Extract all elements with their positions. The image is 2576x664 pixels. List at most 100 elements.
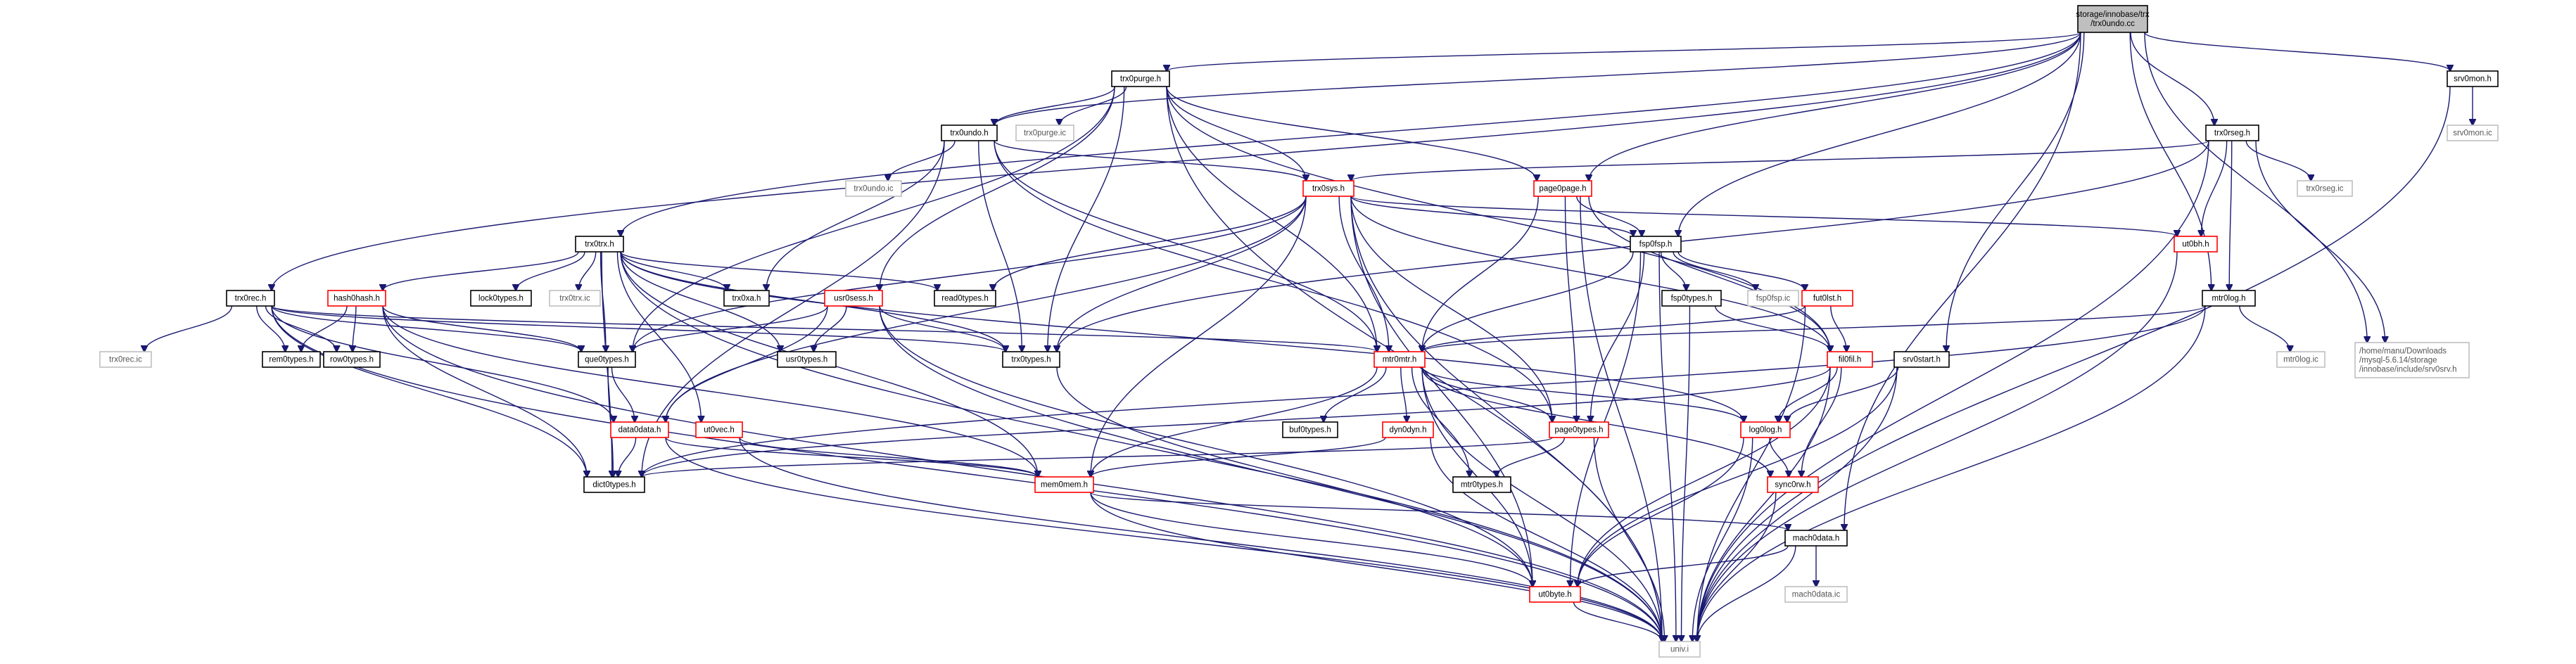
node-que0types-h[interactable]: que0types.h: [578, 351, 636, 368]
node-page0types-h[interactable]: page0types.h: [1549, 421, 1609, 438]
node-box: [2077, 5, 2148, 33]
edge-fsp0fsp_h-to-ut0byte_h: [1570, 251, 1642, 587]
node-box: [824, 290, 883, 307]
edge-page0page_h-to-page0types_h: [1564, 196, 1576, 422]
edge-trx0rec_h-to-mtr0mtr_h: [271, 305, 1377, 352]
node-mtr0mtr-h[interactable]: mtr0mtr.h: [1373, 351, 1426, 368]
node-box: [2447, 70, 2499, 87]
edge-mach0data_h-to-univ_i: [1697, 545, 1796, 641]
nodes-layer: storage/innobase/trx/trx0undo.cc trx0purg…: [99, 5, 2499, 658]
edge-fut0lst_h-to-univ_i: [1697, 305, 1806, 641]
edge-root-to-srv0mon_h: [2144, 32, 2450, 71]
edge-ut0bh_h-to-univ_i: [1697, 251, 2178, 641]
edge-mem0mem_h-to-ut0byte_h: [1090, 492, 1533, 587]
node-label: dict0types.h: [592, 481, 635, 490]
node-log0log-h[interactable]: log0log.h: [1740, 421, 1791, 438]
node-label: read0types.h: [941, 295, 989, 303]
edge-trx0sys_h-to-trx0types_h: [1057, 196, 1307, 352]
node-label: trx0purge.h: [1120, 75, 1161, 84]
edge-hash0hash_h-to-mem0mem_h: [382, 305, 1038, 477]
node-label: hash0hash.h: [334, 295, 380, 303]
node-dyn0dyn-h[interactable]: dyn0dyn.h: [1382, 421, 1434, 438]
node-usr0sess-h[interactable]: usr0sess.h: [824, 290, 883, 307]
node-label: ut0byte.h: [1538, 591, 1571, 599]
edge-usr0sess_h-to-ut0byte_h: [879, 305, 1533, 587]
node-read0types-h[interactable]: read0types.h: [934, 290, 996, 307]
edge-trx0undo_h-to-page0types_h: [994, 140, 1552, 422]
node-trx0xa-h[interactable]: trx0xa.h: [723, 290, 770, 307]
edge-mtr0log_h-to-mtr0log_ic: [2239, 305, 2290, 352]
node-mach0data-h[interactable]: mach0data.h: [1784, 530, 1848, 547]
node-label: trx0rec.ic: [109, 356, 142, 364]
node-box: [2174, 236, 2218, 253]
edge-trx0sys_h-to-que0types_h: [633, 196, 1307, 352]
node-trx0types-h[interactable]: trx0types.h: [1002, 351, 1060, 368]
node-trx0rseg-ic: trx0rseg.ic: [2297, 180, 2353, 197]
node-box: [1630, 236, 1682, 253]
node-dict0types-h[interactable]: dict0types.h: [583, 476, 645, 493]
edge-mtr0mtr_h-to-log0log_h: [1421, 366, 1744, 422]
node-row0types-h[interactable]: row0types.h: [323, 351, 381, 368]
edge-data0data_h-to-dict0types_h: [618, 437, 637, 477]
edge-log0log_h-to-univ_i: [1692, 437, 1753, 641]
node-mtr0types-h[interactable]: mtr0types.h: [1452, 476, 1511, 493]
node-ut0bh-h[interactable]: ut0bh.h: [2174, 236, 2218, 253]
node-box: [1015, 124, 1074, 141]
node-trx0rec-h[interactable]: trx0rec.h: [226, 290, 275, 307]
node-box: [1529, 586, 1581, 603]
node-usr0types-h[interactable]: usr0types.h: [777, 351, 837, 368]
node-label: trx0rseg.h: [2214, 129, 2250, 138]
node-root[interactable]: storage/innobase/trx/trx0undo.cc: [2076, 5, 2150, 33]
edge-hash0hash_h-to-dict0types_h: [382, 305, 587, 477]
node-box: [1373, 351, 1426, 368]
edge-mem0mem_h-to-mach0data_h: [1090, 492, 1788, 530]
node-lock0types-h[interactable]: lock0types.h: [470, 290, 532, 307]
node-label: trx0trx.ic: [559, 295, 590, 303]
node-ut0byte-h[interactable]: ut0byte.h: [1529, 586, 1581, 603]
node-box: [777, 351, 837, 368]
edge-root-to-trx0undo_h: [994, 32, 2081, 125]
node-trx0trx-h[interactable]: trx0trx.h: [575, 236, 624, 253]
node-rem0types-h[interactable]: rem0types.h: [262, 351, 321, 368]
node-fil0fil-h[interactable]: fil0fil.h: [1827, 351, 1873, 368]
edge-fsp0types_h-to-univ_i: [1682, 305, 1691, 641]
node-box: [941, 124, 998, 141]
node-trx0purge-h[interactable]: trx0purge.h: [1111, 70, 1170, 87]
node-box: [327, 290, 386, 307]
edge-root-to-mach0data_h: [1844, 32, 2081, 530]
edge-mtr0log_h-to-univ_i: [1697, 305, 2206, 641]
node-fut0lst-h[interactable]: fut0lst.h: [1801, 290, 1853, 307]
edge-dyn0dyn_h-to-mem0mem_h: [1091, 437, 1386, 477]
node-mtr0log-h[interactable]: mtr0log.h: [2202, 290, 2256, 307]
node-ut0vec-h[interactable]: ut0vec.h: [695, 421, 743, 438]
edge-trx0trx_h-to-usr0types_h: [620, 251, 780, 352]
node-fsp0fsp-ic: fsp0fsp.ic: [1747, 290, 1799, 307]
node-label: trx0sys.h: [1312, 185, 1345, 193]
edge-root-to-srv0srv_path: [2144, 32, 2367, 343]
node-srv0start-h[interactable]: srv0start.h: [1893, 351, 1950, 368]
edge-mtr0mtr_h-to-univ_i: [1421, 366, 1662, 641]
node-label: storage/innobase/trx: [2076, 11, 2149, 19]
node-page0page-h[interactable]: page0page.h: [1533, 180, 1592, 197]
node-mem0mem-h[interactable]: mem0mem.h: [1034, 476, 1094, 493]
node-sync0rw-h[interactable]: sync0rw.h: [1767, 476, 1819, 493]
node-fsp0types-h[interactable]: fsp0types.h: [1661, 290, 1722, 307]
node-trx0purge-ic: trx0purge.ic: [1015, 124, 1074, 141]
node-srv0mon-h[interactable]: srv0mon.h: [2447, 70, 2499, 87]
node-fsp0fsp-h[interactable]: fsp0fsp.h: [1630, 236, 1682, 253]
node-hash0hash-h[interactable]: hash0hash.h: [327, 290, 386, 307]
node-buf0types-h[interactable]: buf0types.h: [1282, 421, 1338, 438]
edge-mtr0mtr_h-to-page0types_h: [1421, 366, 1552, 422]
edge-page0types_h-to-dict0types_h: [642, 437, 1553, 477]
edge-usr0sess_h-to-univ_i: [879, 305, 1662, 641]
node-box: [1549, 421, 1609, 438]
node-trx0sys-h[interactable]: trx0sys.h: [1302, 180, 1354, 197]
node-trx0rseg-h[interactable]: trx0rseg.h: [2205, 124, 2259, 141]
edge-usr0sess_h-to-usr0types_h: [813, 305, 847, 352]
edge-log0log_h-to-ut0byte_h: [1578, 437, 1744, 587]
node-box: [1302, 180, 1354, 197]
node-label: trx0types.h: [1011, 356, 1051, 364]
node-label: mtr0types.h: [1461, 481, 1503, 490]
node-trx0undo-h[interactable]: trx0undo.h: [941, 124, 998, 141]
node-data0data-h[interactable]: data0data.h: [610, 421, 669, 438]
